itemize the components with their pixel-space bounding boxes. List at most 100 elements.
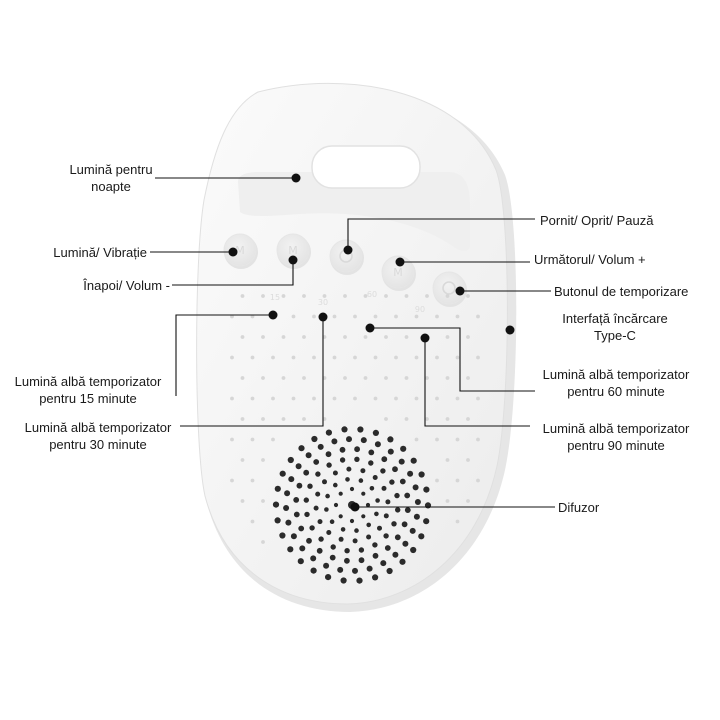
- perforation-dot: [312, 396, 316, 401]
- speaker-hole: [358, 547, 365, 553]
- speaker-hole: [387, 448, 394, 455]
- speaker-hole: [409, 527, 416, 534]
- callout-timer-60-line: [370, 327, 535, 392]
- speaker-hole: [372, 475, 378, 480]
- callout-power-line: [347, 218, 535, 248]
- timer-number-15: 15: [270, 293, 280, 302]
- label-light-vibration: Lumină/ Vibrație: [20, 244, 147, 261]
- label-night-light-line1: Lumină pentru: [69, 162, 153, 177]
- callout-timer-90-dot: [420, 333, 430, 343]
- perforation-dot: [384, 376, 388, 380]
- perforation-dot: [261, 376, 265, 380]
- speaker-hole: [384, 545, 391, 551]
- perforation-dot: [332, 355, 337, 360]
- perforation-dot: [384, 294, 388, 298]
- perforation-dot: [250, 396, 255, 401]
- speaker-hole: [404, 507, 411, 513]
- speaker-hole: [395, 507, 401, 513]
- speaker-hole: [344, 557, 350, 564]
- perforation-dot: [281, 376, 286, 380]
- speaker-hole: [418, 471, 425, 478]
- perforation-dot: [343, 376, 347, 380]
- power-button: [329, 239, 363, 273]
- speaker-hole: [354, 446, 360, 453]
- speaker-hole: [315, 491, 321, 497]
- perforation-dot: [435, 396, 439, 401]
- perforation-dot: [343, 294, 347, 298]
- perforation-dot: [414, 355, 419, 360]
- label-back-volume-down-line1: Înapoi/ Volum -: [83, 278, 170, 293]
- perforation-dot: [455, 355, 460, 360]
- perforation-dot: [240, 376, 245, 380]
- speaker-hole: [331, 438, 338, 445]
- speaker-hole: [316, 547, 323, 554]
- perforation-dot: [394, 355, 398, 360]
- speaker-hole: [360, 437, 367, 444]
- speaker-hole: [402, 540, 409, 547]
- perforation-dot: [240, 417, 245, 421]
- perforation-dot: [250, 519, 255, 524]
- perforation-dot: [291, 314, 296, 319]
- speaker-hole: [391, 521, 397, 527]
- speaker-hole: [306, 537, 312, 544]
- perforation-dot: [363, 335, 368, 339]
- perforation-dot: [291, 355, 296, 360]
- label-timer-30-line2: pentru 30 minute: [49, 437, 147, 452]
- speaker-hole: [358, 557, 365, 564]
- perforation-dot: [373, 314, 378, 319]
- speaker-hole: [329, 519, 335, 524]
- perforation-dot: [281, 335, 286, 339]
- speaker-hole: [352, 567, 358, 574]
- speaker-hole: [423, 518, 430, 525]
- speaker-hole: [357, 426, 364, 433]
- callout-timer-30-line: [180, 317, 324, 427]
- speaker-hole: [317, 519, 323, 525]
- handle-recess: [238, 172, 470, 251]
- callout-type-c-dot: [505, 325, 515, 335]
- device-body: [196, 82, 517, 613]
- speaker-hole: [323, 562, 330, 569]
- speaker-hole: [410, 546, 417, 554]
- perforation-dot: [445, 376, 450, 380]
- perforation-dot: [261, 335, 265, 339]
- speaker-hole: [372, 542, 378, 548]
- label-timer-15-line2: pentru 15 minute: [39, 391, 137, 406]
- speaker-hole: [322, 479, 327, 485]
- perforation-dot: [404, 294, 409, 298]
- speaker-hole: [279, 470, 286, 477]
- perforation-dot: [271, 355, 275, 360]
- label-timer-15-line1: Lumină albă temporizator: [14, 374, 162, 389]
- speaker-hole: [372, 429, 379, 436]
- speaker-hole: [333, 482, 338, 488]
- speaker-hole: [375, 498, 380, 503]
- perforation-dot: [476, 314, 480, 319]
- next-volume-up-button-glyph: M: [393, 266, 403, 279]
- label-timer-90: Lumină albă temporizator pentru 90 minut…: [532, 420, 700, 454]
- label-power-pause: Pornit/ Oprit/ Pauză: [540, 212, 653, 229]
- perforation-dot: [353, 314, 357, 319]
- speaker-hole: [307, 483, 313, 489]
- perforation-dot: [425, 417, 429, 421]
- perforation-dot: [261, 499, 265, 503]
- speaker-hole: [325, 429, 332, 436]
- speaker-hole: [392, 551, 399, 558]
- timer-number-90: 90: [415, 305, 425, 314]
- speaker-hole: [293, 511, 300, 518]
- perforation-dot: [312, 355, 316, 360]
- speaker-hole: [326, 530, 332, 535]
- speaker-hole: [354, 528, 359, 533]
- speaker-hole: [326, 462, 332, 468]
- perforation-dot: [445, 458, 450, 462]
- speaker-hole: [410, 457, 417, 464]
- perforation-dot: [240, 458, 245, 462]
- speaker-hole: [344, 548, 350, 554]
- perforation-dot: [353, 355, 357, 360]
- speaker-hole: [346, 436, 352, 443]
- perforation-dot: [414, 396, 419, 401]
- perforation-dot: [271, 396, 275, 401]
- speaker-hole: [366, 534, 372, 540]
- speaker-hole: [349, 486, 355, 492]
- speaker-hole: [340, 527, 346, 532]
